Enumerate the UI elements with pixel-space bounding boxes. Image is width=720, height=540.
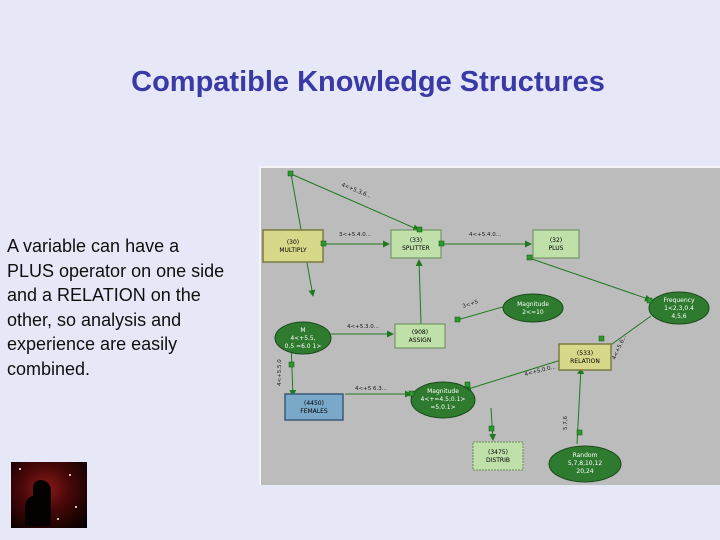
node-relation-line2: RELATION	[570, 358, 600, 365]
node-frequency: Frequency 1<2,3,0.4 4,5,6	[648, 291, 710, 325]
node-m-line2: 4<+5.5,	[290, 335, 315, 342]
body-line: PLUS operator on one side	[7, 260, 225, 281]
node-relation: (533) RELATION	[558, 343, 612, 371]
node-m: M 4<+5.5, 0.5 =6.0 1>	[274, 321, 332, 355]
node-multiply-line2: MULTIPLY	[279, 247, 307, 254]
node-random-line2: 5,7,8,10,12	[568, 460, 603, 467]
node-m-line1: M	[300, 327, 305, 334]
node-m-line3: 0.5 =6.0 1>	[285, 343, 322, 350]
edge-top-loop	[290, 173, 420, 231]
node-magnitude-top: Magnitude 2<=10	[502, 293, 564, 323]
node-magnitude-mid-line3: =5.0.1>	[430, 404, 455, 411]
edge-label-females-magmid: 4<+5 6.3...	[355, 386, 387, 392]
node-magnitude-top-line1: Magnitude	[517, 301, 549, 308]
node-females-line1: (4450)	[304, 400, 324, 407]
body-text: A variable can have a PLUS operator on o…	[7, 234, 257, 381]
node-plus-line2: PLUS	[549, 245, 564, 252]
star-dot	[69, 474, 71, 476]
node-frequency-line2: 1<2,3,0.4	[664, 305, 694, 312]
knowledge-structure-diagram: 4<+5.3,6... 3<+5.4.0... 4<+5.4.0... 3<+5…	[259, 166, 720, 485]
body-line: other, so analysis and	[7, 309, 182, 330]
connection-handles	[287, 170, 653, 436]
edge-label-multiply-splitter: 3<+5.4.0...	[339, 232, 371, 238]
node-relation-line1: (533)	[577, 350, 593, 357]
node-magnitude-mid: Magnitude 4<+=4.5,0.1> =5.0.1>	[410, 381, 476, 419]
node-distrib-line2: DISTRIB	[486, 457, 510, 464]
star-dot	[57, 518, 59, 520]
node-random: Random 5,7,8,10,12 20,24	[548, 445, 622, 483]
edge-label-to-magnitude: 3<+5	[462, 299, 480, 310]
node-distrib-line1: (3475)	[488, 449, 508, 456]
node-random-line1: Random	[573, 452, 598, 459]
nebula-silhouette	[33, 480, 51, 526]
node-plus: (32) PLUS	[532, 229, 580, 259]
edge-label-m-assign: 4<+5.3.0...	[347, 324, 379, 330]
node-frequency-line1: Frequency	[664, 297, 695, 304]
node-females: (4450) FEMALES	[284, 393, 344, 421]
edge-assign-splitter	[415, 259, 423, 325]
body-line: experience are easily	[7, 334, 178, 354]
node-distrib: (3475) DISTRIB	[472, 441, 524, 471]
node-multiply-line1: (30)	[287, 239, 299, 246]
star-dot	[19, 468, 21, 470]
edge-magmid-distrib	[489, 407, 497, 441]
edge-plus-frequency	[528, 257, 652, 302]
node-assign-line1: (908)	[412, 329, 428, 336]
node-females-line2: FEMALES	[300, 408, 328, 415]
node-assign: (908) ASSIGN	[394, 323, 446, 349]
node-splitter: (33) SPLITTER	[390, 229, 442, 259]
node-frequency-line3: 4,5,6	[671, 313, 686, 320]
star-dot	[75, 506, 77, 508]
diagram-edges	[289, 173, 652, 445]
node-plus-line1: (32)	[550, 237, 562, 244]
node-assign-line2: ASSIGN	[409, 337, 432, 344]
edge-relation-left	[464, 359, 562, 392]
node-magnitude-mid-line2: 4<+=4.5,0.1>	[421, 396, 466, 403]
edge-label-splitter-plus: 4<+5.4.0...	[469, 232, 501, 238]
node-magnitude-top-line2: 2<=10	[522, 309, 544, 316]
edge-label-vertical-right: 5.7,6	[563, 416, 569, 430]
body-line: A variable can have a	[7, 236, 180, 256]
node-multiply: (30) MULTIPLY	[262, 229, 324, 263]
node-splitter-line2: SPLITTER	[402, 245, 430, 252]
node-magnitude-mid-line1: Magnitude	[427, 388, 459, 395]
node-random-line3: 20,24	[576, 468, 593, 475]
body-line: combined.	[7, 358, 91, 379]
diagram-canvas: 4<+5.3,6... 3<+5.4.0... 4<+5.4.0... 3<+5…	[262, 170, 710, 483]
body-line: and a RELATION on the	[7, 285, 201, 305]
slide-title: Compatible Knowledge Structures	[131, 66, 605, 98]
node-splitter-line1: (33)	[410, 237, 422, 244]
edge-label-vertical-left: 4<+5.5.0	[277, 359, 283, 386]
horsehead-nebula-image	[11, 462, 87, 528]
